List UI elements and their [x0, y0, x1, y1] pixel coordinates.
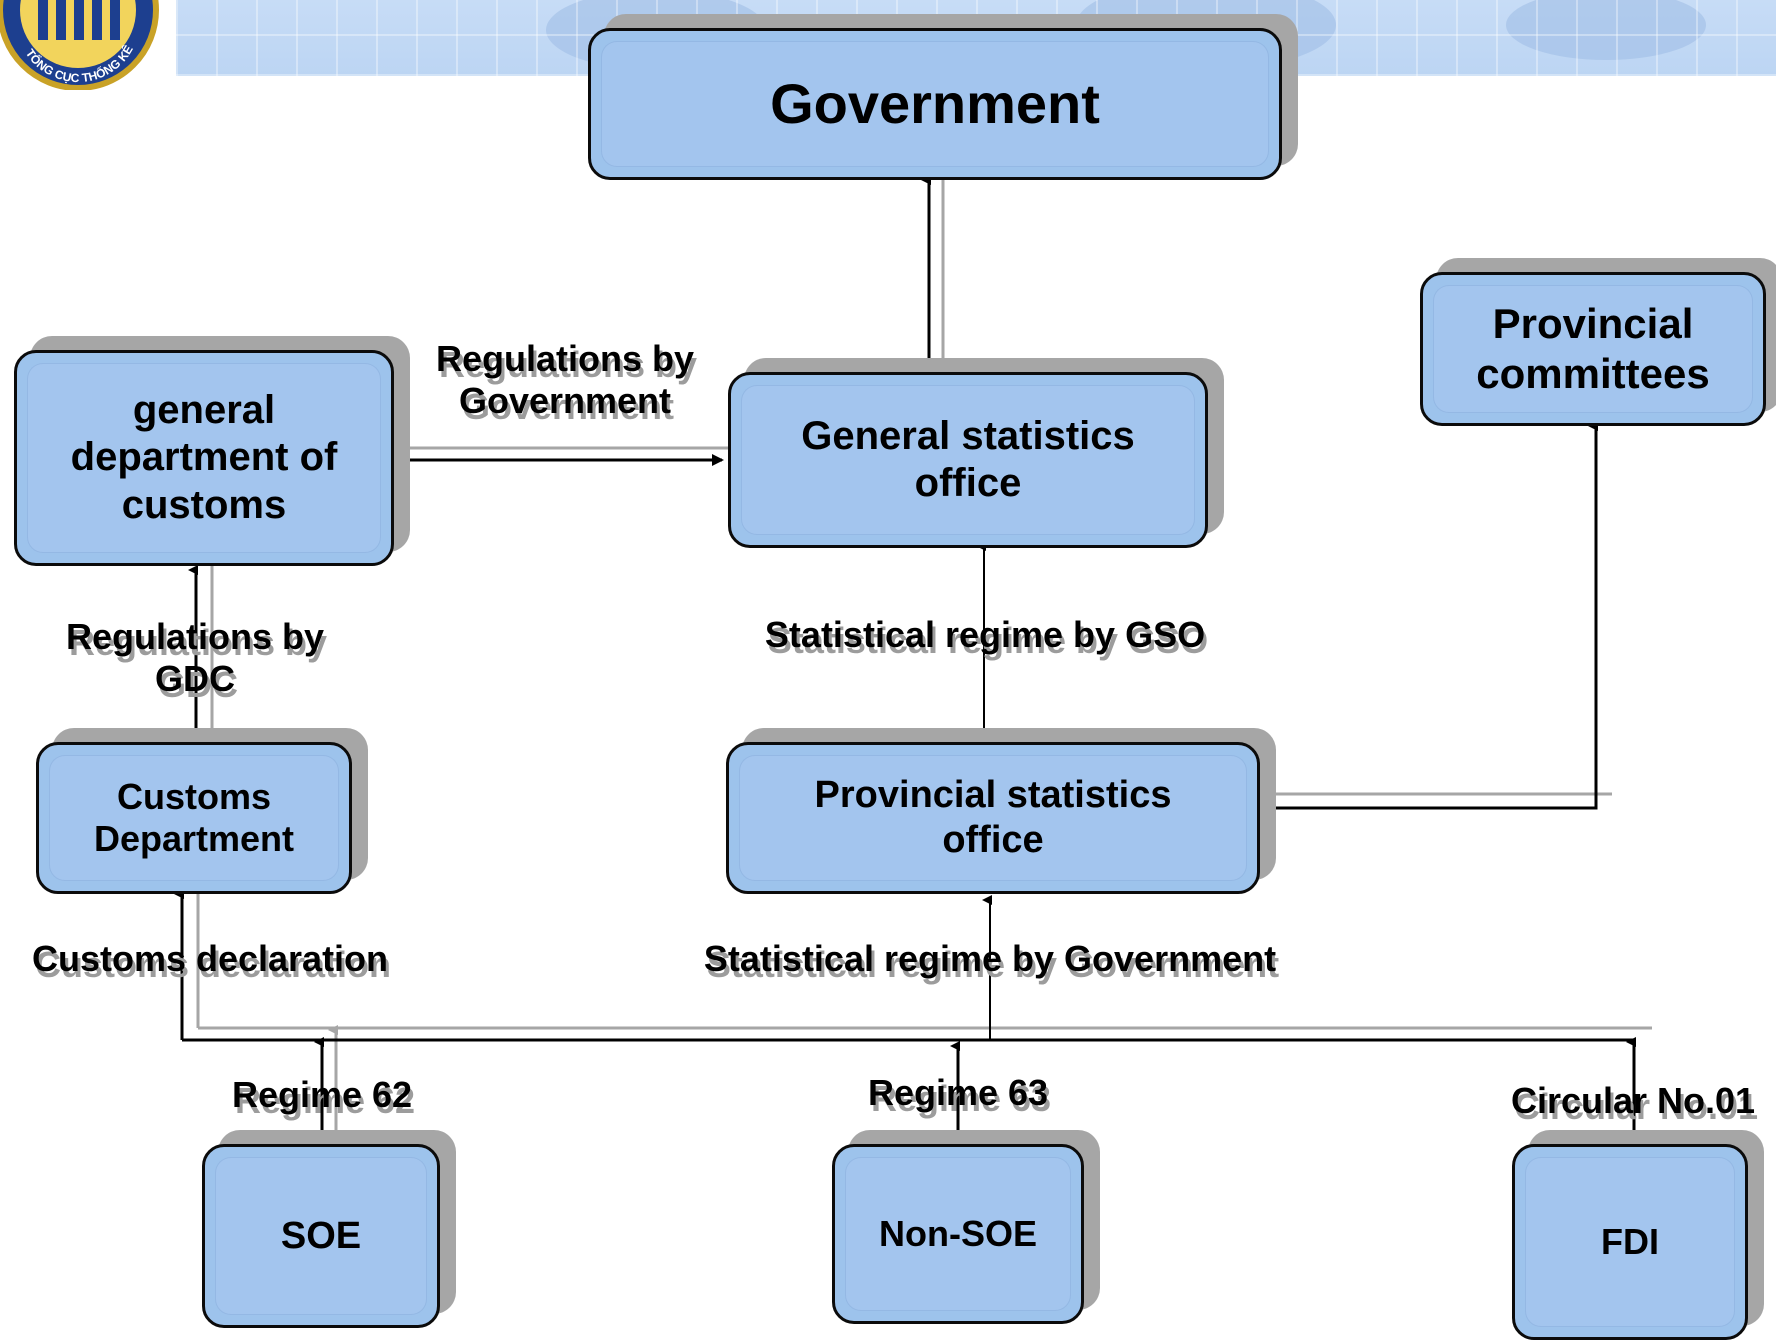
general-department-of-customs-label: general department of customs: [70, 388, 338, 527]
general-statistics-office-label: General statistics office: [801, 413, 1135, 505]
provincial-committees-node: Provincial committees: [1420, 272, 1766, 426]
provincial-committees-label: Provincial committees: [1476, 300, 1710, 397]
customs-department-label: Customs Department: [93, 775, 295, 859]
government-node: Government: [588, 28, 1282, 180]
fdi-label: FDI: [1601, 1220, 1659, 1262]
general-statistics-office-node: General statistics office: [728, 372, 1208, 548]
statistical-regime-by-gso-label: Statistical regime by GSO: [764, 614, 1206, 655]
gso-logo-icon: TỔNG CỤC THỐNG KÊ: [0, 0, 159, 90]
government-label: Government: [770, 71, 1100, 135]
regime-63-label: Regime 63: [867, 1072, 1049, 1113]
provincial-statistics-office-node: Provincial statistics office: [726, 742, 1260, 894]
customs-department-node: Customs Department: [36, 742, 352, 894]
non-soe-node: Non-SOE: [832, 1144, 1084, 1324]
soe-node: SOE: [202, 1144, 440, 1328]
soe-label: SOE: [280, 1214, 362, 1257]
fdi-node: FDI: [1512, 1144, 1748, 1340]
regulations-by-gdc-label: Regulations by GDC: [65, 616, 325, 700]
circular-no01-label: Circular No.01: [1510, 1080, 1756, 1121]
non-soe-label: Non-SOE: [879, 1212, 1037, 1254]
general-department-of-customs-node: general department of customs: [14, 350, 394, 566]
regulations-by-government-label: Regulations by Government: [435, 338, 695, 422]
statistical-regime-by-government-label: Statistical regime by Government: [703, 938, 1277, 979]
regime-62-label: Regime 62: [231, 1074, 413, 1115]
provincial-statistics-office-label: Provincial statistics office: [814, 774, 1172, 861]
customs-declaration-label: Customs declaration: [31, 938, 389, 979]
